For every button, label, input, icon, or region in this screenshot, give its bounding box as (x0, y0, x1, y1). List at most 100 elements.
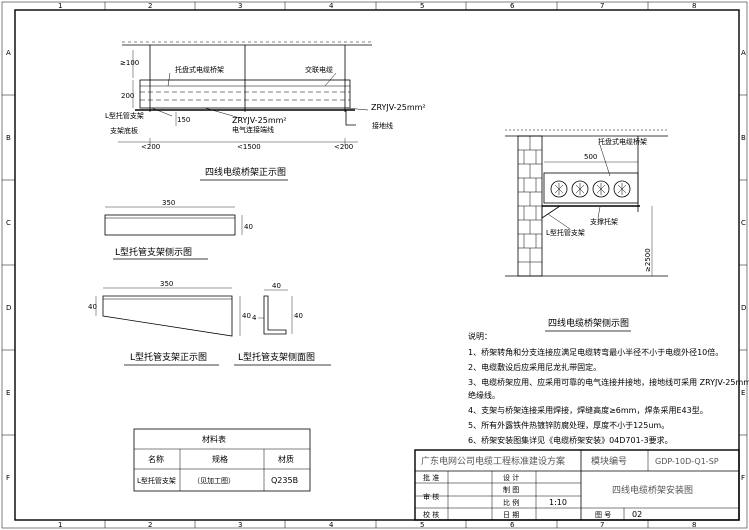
section-dim-c: 4 (252, 314, 257, 322)
zone-letter: E (741, 389, 745, 397)
zone-number: 4 (329, 521, 334, 529)
zone-number: 3 (238, 521, 242, 529)
zone-number: 1 (58, 521, 62, 529)
bracket-dim-left: 40 (88, 303, 97, 311)
label-tray: 托盘式电缆桥架 (175, 65, 224, 74)
dim-left: <200 (141, 143, 160, 151)
bracket-plate (104, 214, 236, 236)
side-label-tray: 托盘式电缆桥架 (598, 137, 647, 146)
side-view: 托盘式电缆桥架 支撑托架 L型托管支架 500 ≥2500 四线电缆桥架侧示图 (505, 129, 668, 332)
dim-right: <200 (334, 143, 353, 151)
zone-letter: A (741, 49, 746, 57)
zone-letter: D (6, 304, 11, 312)
cable-bundle (613, 180, 631, 198)
angle-section (263, 295, 287, 335)
cable-bundle (592, 180, 610, 198)
zone-number: 7 (600, 2, 604, 10)
leader-line (151, 107, 173, 117)
side-label-pipe: L型托管支架 (546, 228, 585, 237)
label-bracket: L型托管支架 (105, 111, 144, 120)
zone-letter: F (741, 474, 745, 482)
note-item: 2、电缆敷设后应采用尼龙扎带固定。 (468, 362, 601, 372)
cable-bundle (550, 180, 568, 198)
zone-letter: D (741, 304, 746, 312)
note-item: 6、桥架安装图集详见《电缆桥架安装》04D701-3要求。 (468, 435, 673, 445)
side-label-bracket: 支撑托架 (590, 217, 618, 226)
brick-pattern (518, 136, 542, 276)
cable-tray (139, 79, 351, 109)
zone-letter: B (741, 134, 746, 142)
tb-row-label: 校 核 (423, 510, 439, 519)
zone-letter: C (6, 219, 11, 227)
tb-drawing-no-label: 图 号 (595, 511, 611, 519)
note-item: 1、桥架转角和分支连接应满足电缆转弯最小半径不小于电缆外径10倍。 (468, 347, 723, 357)
leader-line (204, 107, 241, 119)
bracket-dim-length: 350 (160, 280, 173, 288)
cable-bundle (571, 180, 589, 198)
tb-drawing-title: 四线电缆桥架安装图 (612, 484, 693, 496)
support-brace (541, 205, 561, 219)
notes: 说明： 1、桥架转角和分支连接应满足电缆转弯最小半径不小于电缆外径10倍。 2、… (468, 331, 749, 445)
leader-line (597, 206, 601, 219)
leader-line (345, 107, 369, 111)
dim-top: ≥100 (120, 59, 139, 67)
zone-numbers: 1 2 3 4 5 6 7 8 1 2 3 4 5 6 7 8 (58, 2, 696, 529)
table-cell: Q235B (271, 476, 298, 485)
zone-number: 7 (600, 521, 604, 529)
zone-letter: F (6, 474, 10, 482)
zone-letter: A (6, 49, 11, 57)
section-dim-b: 40 (294, 312, 303, 320)
note-item: 3、电缆桥架应用、应采用可靠的电气连接并接地，接地线可采用 ZRYJV-25mm… (468, 377, 749, 387)
label-support: 支架底板 (110, 126, 138, 135)
zone-number: 8 (692, 2, 696, 10)
front-view-title: 四线电缆桥架正示图 (205, 166, 286, 178)
zone-number: 2 (148, 2, 152, 10)
dim-small: 150 (177, 116, 190, 124)
tb-org: 广东电网公司电缆工程标准建设方案 (421, 455, 565, 467)
bracket-front-view: 350 40 40 L型托管支架正示图 (88, 280, 251, 366)
zone-number: 5 (420, 2, 424, 10)
side-dim-height: ≥2500 (644, 248, 652, 272)
bracket-section-view: 40 40 4 L型托管支架侧面图 (234, 282, 331, 366)
table-title: 材料表 (202, 434, 226, 444)
dim-span: <1500 (237, 143, 261, 151)
zone-letters: A B C D E F A B C D E F (6, 49, 746, 482)
tb-mid-label: 设 计 (503, 473, 519, 482)
tb-mid-label: 日 期 (503, 511, 519, 519)
zone-letter: C (741, 219, 746, 227)
zone-number: 5 (420, 521, 424, 529)
zone-letter: E (6, 389, 10, 397)
bracket-front-title: L型托管支架正示图 (130, 351, 207, 363)
cable-tray (543, 172, 639, 204)
table-cell: （见加工图） (193, 476, 235, 485)
side-bracket-view: 350 40 L型托管支架侧示图 (104, 199, 253, 260)
cable-bundles (550, 180, 631, 198)
side-dim-height: 40 (244, 223, 253, 231)
title-block: 广东电网公司电缆工程标准建设方案 模块编号 GDP-10D-Q1-SP 四线电缆… (414, 449, 740, 521)
leader-line (324, 72, 337, 87)
zone-number: 8 (692, 521, 696, 529)
zone-letter: B (6, 134, 11, 142)
dim-height: 200 (121, 92, 134, 100)
bracket-trapezoid (102, 295, 233, 337)
tb-scale: 1:10 (549, 498, 567, 507)
tb-row-label: 批 准 (423, 473, 439, 482)
side-view-title: 四线电缆桥架侧示图 (548, 317, 629, 329)
tb-mid-label: 制 图 (503, 485, 519, 494)
notes-heading: 说明： (468, 331, 492, 341)
side-dim-length: 350 (162, 199, 175, 207)
leader-line (599, 144, 611, 177)
label-cable-spec-2: ZRYJV-25mm² (371, 103, 426, 112)
table-cell: L型托管支架 (137, 476, 176, 485)
tb-drawing-no: 02 (632, 510, 642, 519)
material-table: 材料表 名称 规格 材质 L型托管支架 （见加工图） Q235B (133, 428, 311, 492)
note-item: 绝缘线。 (468, 390, 500, 400)
zone-number: 3 (238, 2, 242, 10)
zone-number: 2 (148, 521, 152, 529)
tb-module-label: 模块编号 (591, 455, 627, 467)
ground-wire (345, 110, 356, 126)
bracket-section-title: L型托管支架侧面图 (238, 351, 315, 363)
